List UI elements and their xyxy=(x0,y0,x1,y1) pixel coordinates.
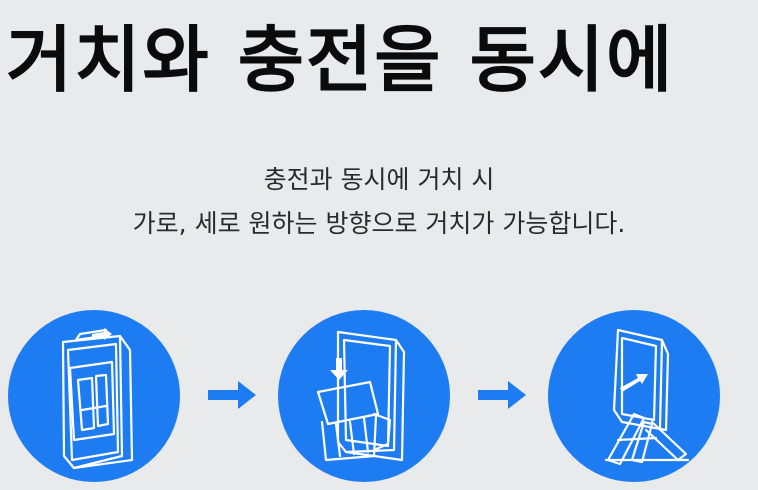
phone-stand-upright-icon xyxy=(604,328,690,466)
arrow-right-icon xyxy=(476,378,528,412)
step-illustrations xyxy=(0,300,758,490)
phone-stand-insert-icon xyxy=(316,330,406,462)
description-line-1: 충전과 동시에 거치 시 xyxy=(263,165,495,194)
arrow-right-icon xyxy=(206,378,258,412)
description: 충전과 동시에 거치 시 가로, 세로 원하는 방향으로 거치가 가능합니다. xyxy=(0,158,758,246)
step-1-circle xyxy=(8,310,180,482)
step-3-circle xyxy=(548,310,720,482)
phone-stand-fold-icon xyxy=(61,328,134,470)
description-line-2: 가로, 세로 원하는 방향으로 거치가 가능합니다. xyxy=(132,209,626,238)
headline: 거치와 충전을 동시에 xyxy=(6,18,675,102)
step-2-circle xyxy=(278,310,450,482)
